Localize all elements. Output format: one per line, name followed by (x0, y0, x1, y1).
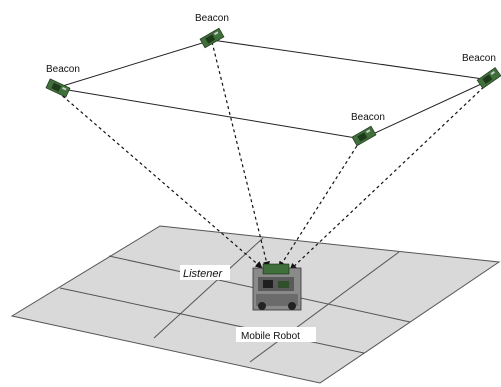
listener-label: Listener (183, 268, 223, 280)
signal-ray (211, 41, 270, 269)
beacon-label-left: Beacon (46, 64, 80, 75)
robot-label: Mobile Robot (241, 331, 300, 342)
beacon-chip-icon (51, 82, 62, 92)
signal-rays (57, 41, 489, 271)
beacon-pin-icon (213, 31, 219, 36)
floor-line (59, 287, 365, 354)
beacon-pin-icon (62, 86, 67, 91)
robot-label-bg (236, 327, 316, 342)
beacon-connections (55, 39, 492, 140)
robot-chip-icon (263, 280, 273, 288)
signal-ray (278, 140, 361, 269)
beacon-label-right: Beacon (462, 53, 496, 64)
beacon-link-polygon (55, 39, 492, 140)
beacon-middle (351, 125, 377, 147)
robot-wheel-icon (288, 302, 296, 310)
beacon-chip-icon (205, 34, 216, 44)
beacon-chip-icon (482, 74, 493, 84)
beacon-label-middle: Beacon (351, 112, 385, 123)
mobile-robot (252, 263, 302, 311)
beacon-pin-icon (490, 70, 495, 75)
signal-ray (57, 91, 263, 269)
beacon-top (199, 27, 225, 49)
beacon-left (45, 78, 71, 98)
beacon-right (476, 67, 501, 89)
beacon-chip-icon (357, 132, 368, 142)
robot-chip-icon (278, 281, 289, 288)
beacon-label-top: Beacon (195, 13, 229, 24)
floor-line (153, 237, 264, 339)
signal-ray (289, 82, 489, 271)
listener-label-bg (180, 265, 230, 280)
robot-base-icon (256, 294, 298, 306)
robot-listener-icon (262, 263, 290, 275)
beacon-pin-icon (365, 129, 371, 134)
robot-wheel-icon (258, 302, 266, 310)
floor-line (249, 251, 400, 363)
